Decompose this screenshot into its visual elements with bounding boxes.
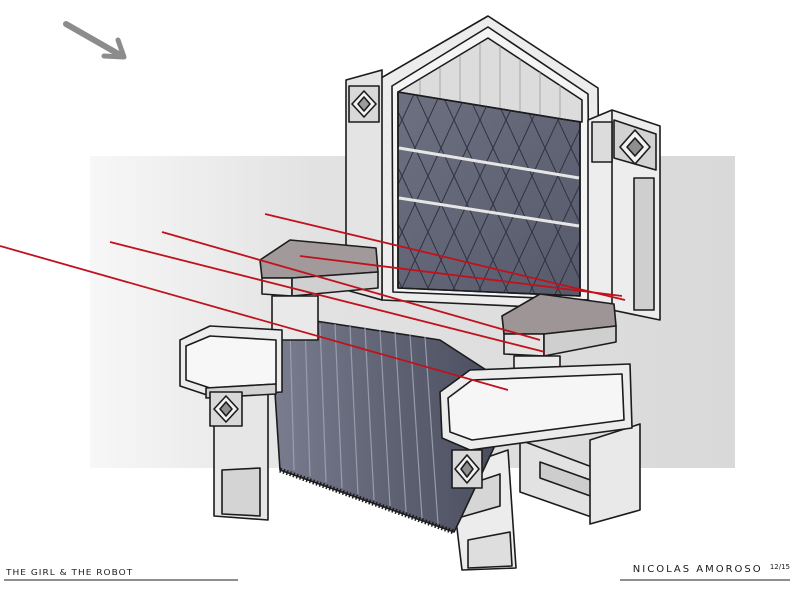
throne-backrest xyxy=(345,15,661,321)
project-title: THE GIRL & THE ROBOT xyxy=(6,568,134,578)
artist-name: NICOLAS AMOROSO xyxy=(632,564,763,575)
artist-signature: NICOLAS AMOROSO 12/15 xyxy=(632,563,790,576)
date-mark: 12/15 xyxy=(769,563,790,571)
project-title-caption: THE GIRL & THE ROBOT xyxy=(6,569,133,578)
perspective-guide-lines xyxy=(0,213,626,391)
light-direction-arrow-icon xyxy=(63,21,127,60)
